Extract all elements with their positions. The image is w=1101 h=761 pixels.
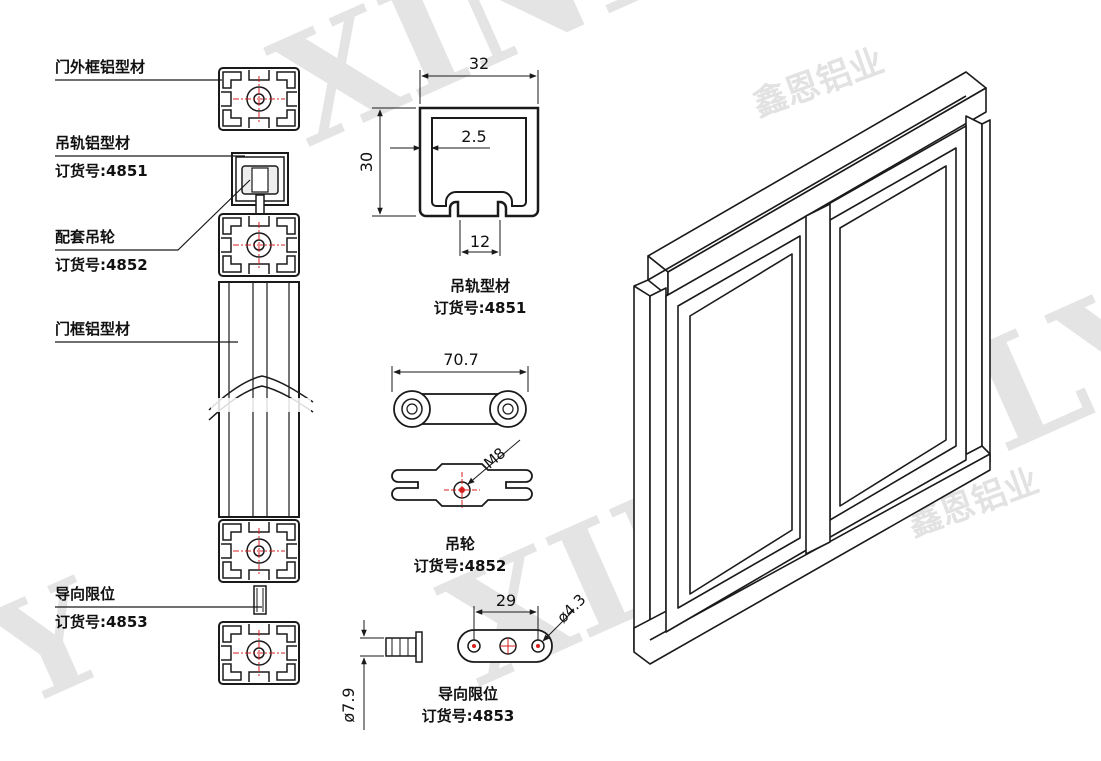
door-frame-bottom-profile: [218, 519, 300, 583]
label-outer-frame: 门外框铝型材: [55, 58, 146, 76]
dim-rail-slot: 12: [470, 232, 490, 251]
wheel-top-view: M8: [391, 439, 533, 508]
caption-rail-order: 订货号:4851: [433, 299, 527, 317]
outer-frame-profile: [218, 67, 300, 131]
isometric-sliding-door: [633, 71, 991, 665]
caption-wheel-title: 吊轮: [444, 535, 475, 553]
callout-leaders: [55, 79, 262, 608]
dim-rail-height: 30: [357, 152, 376, 172]
dim-rail-width: 32: [469, 54, 489, 73]
label-rail-title: 吊轨铝型材: [55, 134, 131, 152]
wheel-side-view: 70.7: [391, 350, 529, 428]
dim-guide-dia: ø7.9: [339, 687, 358, 722]
door-frame-top-profile: [218, 213, 300, 277]
label-guide-order: 订货号:4853: [55, 613, 148, 631]
label-wheel-order: 订货号:4852: [55, 256, 148, 274]
caption-rail-title: 吊轨型材: [449, 277, 510, 295]
caption-guide-order: 订货号:4853: [421, 707, 515, 725]
bottom-floor-profile: [218, 621, 300, 685]
assembly-section: [208, 67, 314, 685]
caption-wheel-order: 订货号:4852: [413, 557, 507, 575]
door-frame-body: [208, 281, 314, 518]
guide-limiter-in-assembly: [253, 585, 267, 615]
label-rail-order: 订货号:4851: [55, 162, 148, 180]
label-door-frame: 门框铝型材: [55, 320, 131, 338]
dim-guide-spacing: 29: [496, 591, 516, 610]
rail-cross-section: 32 30 2.5 12: [357, 54, 540, 256]
label-guide-title: 导向限位: [55, 585, 116, 603]
dim-guide-hole: ø4.3: [553, 590, 589, 626]
dim-wheel-length: 70.7: [443, 350, 479, 369]
label-wheel-title: 配套吊轮: [55, 228, 116, 246]
dim-rail-wall: 2.5: [461, 127, 486, 146]
caption-guide-title: 导向限位: [437, 685, 498, 703]
